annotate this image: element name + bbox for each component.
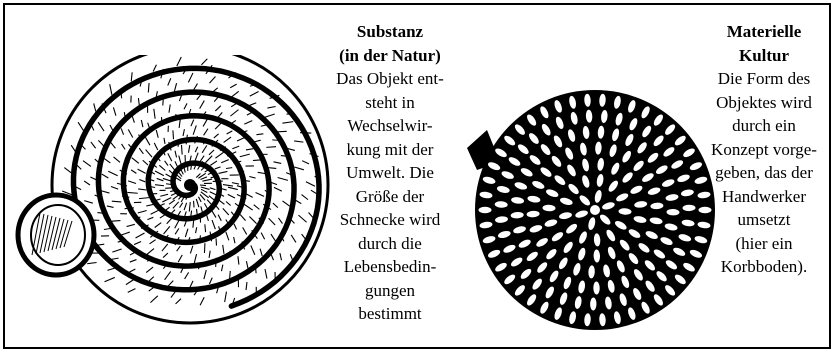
body-line: geben, das der <box>697 161 831 185</box>
body-line: Objektes wird <box>697 91 831 115</box>
body-line: steht in <box>320 91 460 115</box>
body-line: durch die <box>320 232 460 256</box>
body-line: Wechselwir- <box>320 114 460 138</box>
body-line: Handwerker <box>697 185 831 209</box>
body-line: Umwelt. Die <box>320 161 460 185</box>
body-line: (hier ein <box>697 232 831 256</box>
caption-substance-body: Das Objekt ent- steht in Wechselwir- kun… <box>320 67 460 326</box>
caption-material-culture: Materielle Kultur Die Form des Objektes … <box>697 20 831 279</box>
basket-base-illustration <box>455 70 715 340</box>
body-line: Lebensbedin- <box>320 255 460 279</box>
body-line: Korbboden). <box>697 255 831 279</box>
caption-material-culture-body: Die Form des Objektes wird durch ein Kon… <box>697 67 831 279</box>
snail-shell-illustration <box>10 55 330 345</box>
title-line: Kultur <box>697 44 831 68</box>
body-line: durch ein <box>697 114 831 138</box>
shell-aperture <box>18 195 94 275</box>
body-line: Konzept vorge- <box>697 138 831 162</box>
title-line: Substanz <box>320 20 460 44</box>
title-line: Materielle <box>697 20 831 44</box>
body-line: kung mit der <box>320 138 460 162</box>
body-line: Schnecke wird <box>320 208 460 232</box>
basket-coil <box>467 90 715 330</box>
body-line: Die Form des <box>697 67 831 91</box>
body-line: Das Objekt ent- <box>320 67 460 91</box>
caption-substance-title: Substanz (in der Natur) <box>320 20 460 67</box>
caption-substance: Substanz (in der Natur) Das Objekt ent- … <box>320 20 460 326</box>
body-line: gungen <box>320 279 460 303</box>
body-line: Größe der <box>320 185 460 209</box>
body-line: umsetzt <box>697 208 831 232</box>
body-line: bestimmt <box>320 302 460 326</box>
caption-material-culture-title: Materielle Kultur <box>697 20 831 67</box>
title-line: (in der Natur) <box>320 44 460 68</box>
